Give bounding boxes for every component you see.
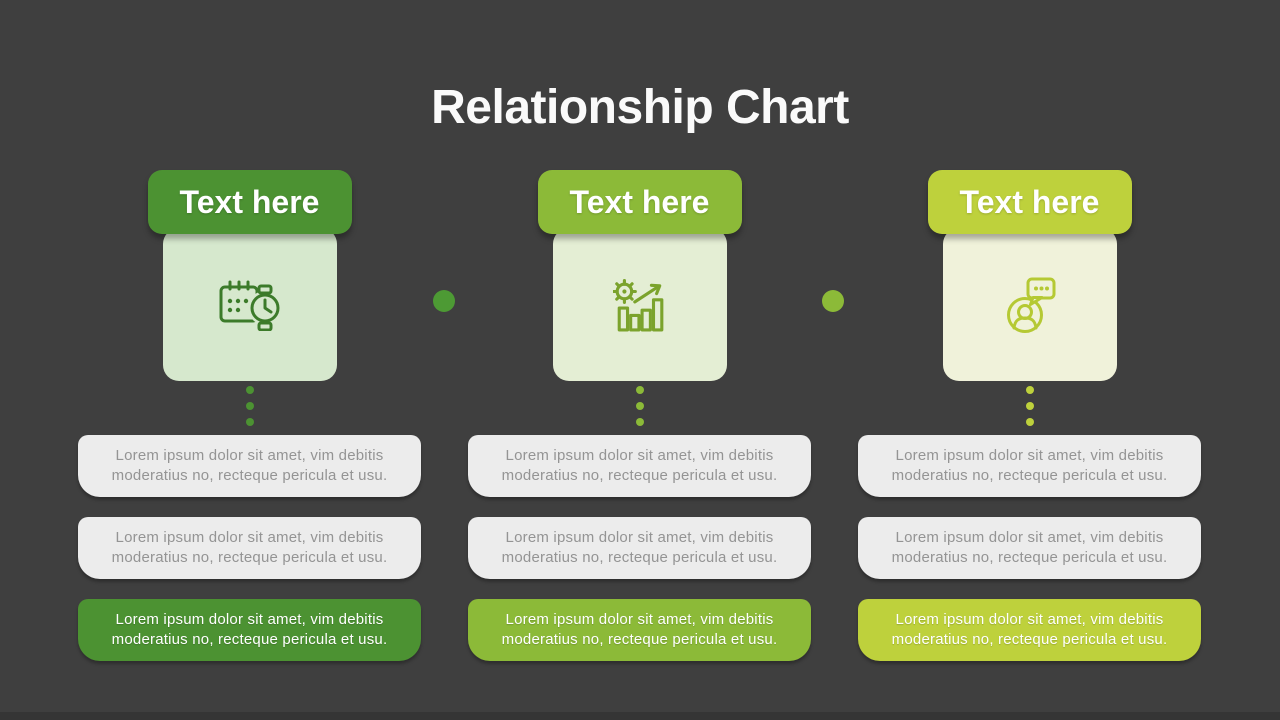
text-line: Lorem ipsum dolor sit amet, vim debitis xyxy=(115,529,384,546)
text-line: moderatius no, recteque pericula et usu. xyxy=(501,467,778,484)
page-title: Relationship Chart xyxy=(431,81,849,135)
text-line: Lorem ipsum dolor sit amet, vim debitis xyxy=(895,611,1164,628)
text-line: moderatius no, recteque pericula et usu. xyxy=(891,631,1168,648)
text-box-accent: Lorem ipsum dolor sit amet, vim debitis … xyxy=(78,599,421,661)
text-line: Lorem ipsum dolor sit amet, vim debitis xyxy=(505,447,774,464)
text-line: moderatius no, recteque pericula et usu. xyxy=(501,549,778,566)
text-line: Lorem ipsum dolor sit amet, vim debitis xyxy=(895,529,1164,546)
relationship-column-1: Text here xyxy=(78,170,421,662)
connector-dot-2 xyxy=(822,290,844,312)
text-line: Lorem ipsum dolor sit amet, vim debitis xyxy=(505,529,774,546)
column-1-icon-card xyxy=(162,228,337,381)
person-chat-icon xyxy=(1002,275,1058,335)
text-line: moderatius no, recteque pericula et usu. xyxy=(111,467,388,484)
column-2-header-label: Text here xyxy=(569,183,710,220)
text-line: moderatius no, recteque pericula et usu. xyxy=(891,549,1168,566)
text-line: moderatius no, recteque pericula et usu. xyxy=(501,631,778,648)
column-3-icon-card xyxy=(942,228,1117,381)
text-line: moderatius no, recteque pericula et usu. xyxy=(111,631,388,648)
text-box: Lorem ipsum dolor sit amet, vim debitis … xyxy=(78,517,421,579)
text-box: Lorem ipsum dolor sit amet, vim debitis … xyxy=(78,435,421,497)
text-line: moderatius no, recteque pericula et usu. xyxy=(111,549,388,566)
text-line: moderatius no, recteque pericula et usu. xyxy=(891,467,1168,484)
column-2-header-tab: Text here xyxy=(537,170,742,234)
text-line: Lorem ipsum dolor sit amet, vim debitis xyxy=(895,447,1164,464)
vertical-connector-dots-2 xyxy=(635,386,644,426)
column-3-header-label: Text here xyxy=(959,183,1100,220)
column-1-header-tab: Text here xyxy=(147,170,352,234)
text-line: Lorem ipsum dolor sit amet, vim debitis xyxy=(505,611,774,628)
vertical-connector-dots-1 xyxy=(245,386,254,426)
text-box: Lorem ipsum dolor sit amet, vim debitis … xyxy=(468,517,811,579)
text-box: Lorem ipsum dolor sit amet, vim debitis … xyxy=(858,435,1201,497)
text-box-accent: Lorem ipsum dolor sit amet, vim debitis … xyxy=(468,599,811,661)
bottom-strip xyxy=(0,712,1280,720)
calendar-clock-icon xyxy=(218,279,282,331)
relationship-column-3: Text here xyxy=(858,170,1201,662)
relationship-column-2: Text here xyxy=(468,170,811,662)
vertical-connector-dots-3 xyxy=(1025,386,1034,426)
growth-gear-chart-icon xyxy=(612,278,667,332)
text-box-accent: Lorem ipsum dolor sit amet, vim debitis … xyxy=(858,599,1201,661)
column-3-header-tab: Text here xyxy=(927,170,1132,234)
text-line: Lorem ipsum dolor sit amet, vim debitis xyxy=(115,447,384,464)
text-line: Lorem ipsum dolor sit amet, vim debitis xyxy=(115,611,384,628)
text-box: Lorem ipsum dolor sit amet, vim debitis … xyxy=(858,517,1201,579)
connector-dot-1 xyxy=(433,290,455,312)
text-box: Lorem ipsum dolor sit amet, vim debitis … xyxy=(468,435,811,497)
column-1-header-label: Text here xyxy=(179,183,320,220)
column-2-icon-card xyxy=(552,228,727,381)
